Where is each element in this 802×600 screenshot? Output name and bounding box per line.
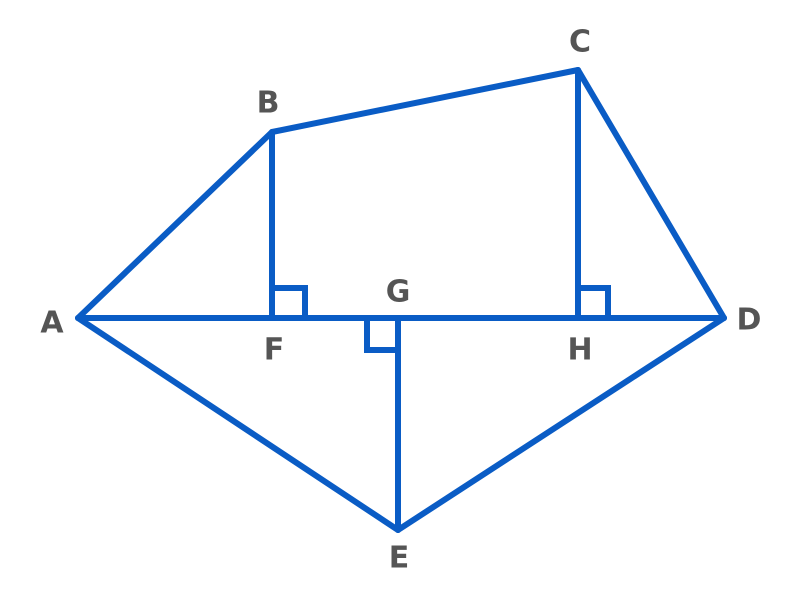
vertex-label-f: F bbox=[264, 333, 285, 368]
vertex-label-g: G bbox=[386, 275, 411, 310]
vertex-label-b: B bbox=[257, 86, 280, 121]
vertex-label-h: H bbox=[567, 333, 592, 368]
vertex-label-a: A bbox=[40, 306, 64, 341]
right-angle-marker-h bbox=[578, 285, 611, 318]
edge-ab bbox=[75, 129, 275, 321]
edge-bc bbox=[269, 67, 581, 135]
edge-de bbox=[395, 315, 727, 533]
right-angle-marker-g bbox=[364, 318, 398, 353]
vertex-label-d: D bbox=[737, 303, 762, 338]
vertex-label-c: C bbox=[569, 25, 591, 60]
vertex-label-e: E bbox=[389, 541, 410, 576]
edge-cd bbox=[575, 67, 727, 321]
edge-ea bbox=[75, 315, 401, 533]
right-angle-marker-f bbox=[272, 285, 308, 318]
